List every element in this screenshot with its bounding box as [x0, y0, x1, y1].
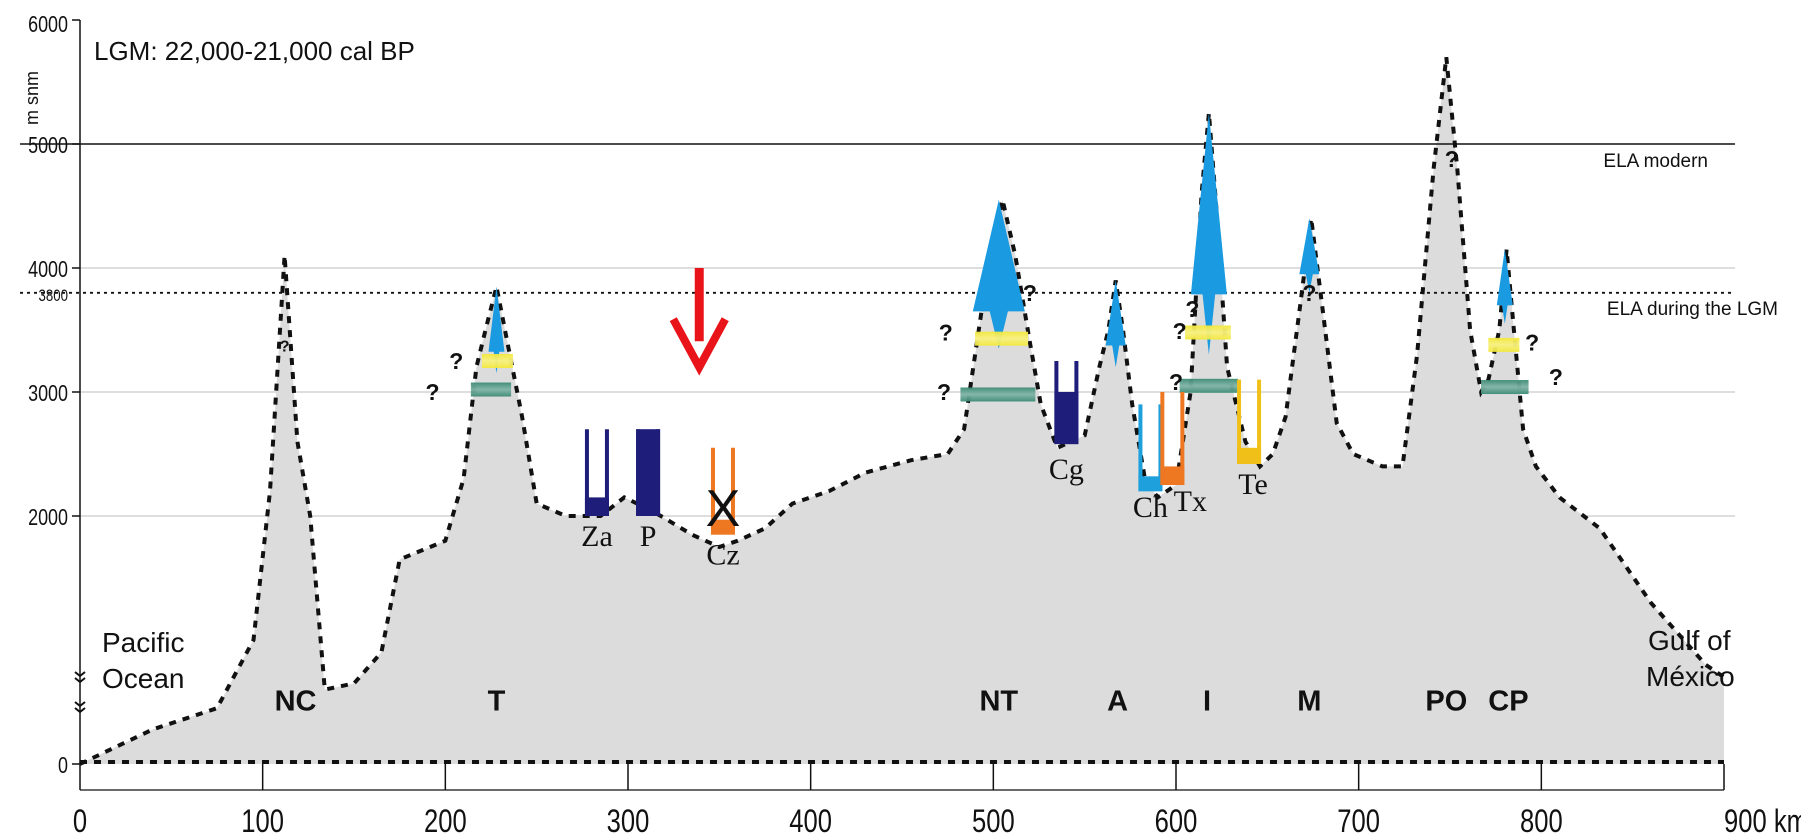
pacific-label-line1: Pacific	[102, 627, 184, 658]
y-axis-label: m snm	[22, 71, 42, 125]
question-mark-7: ?	[1185, 296, 1199, 322]
core-label-tx: Tx	[1174, 485, 1207, 518]
core-label-cg: Cg	[1049, 453, 1084, 486]
core-outline-tx	[1160, 392, 1185, 485]
core-outline-cg	[1054, 361, 1079, 445]
core-label-ch: Ch	[1133, 491, 1168, 524]
axes	[72, 19, 1725, 791]
y-tick-label-2000: 2000	[28, 505, 68, 531]
x-tick-label-900: 900 km	[1724, 804, 1801, 839]
core-outline-za	[584, 429, 609, 516]
y-tick-label-0: 0	[58, 753, 68, 779]
y-tick-label-5000: 5000	[28, 133, 68, 159]
core-outline-p	[636, 429, 661, 516]
terrain-profile	[79, 56, 1726, 766]
x-tick-label-500: 500	[972, 804, 1015, 839]
question-mark-11: ?	[1525, 329, 1539, 355]
core-label-za: Za	[581, 520, 613, 553]
core-label-cz: Cz	[706, 539, 739, 572]
red-arrow-head	[669, 317, 729, 376]
glacier-5	[1496, 249, 1513, 324]
peak-label-a: A	[1107, 686, 1128, 718]
annotations: NC T NT A I M PO CP?????????????	[275, 146, 1563, 718]
lake-core-p: P	[636, 429, 661, 553]
band-glow-6	[1488, 337, 1520, 352]
question-mark-10: ?	[1445, 146, 1459, 172]
core-label-te: Te	[1238, 468, 1268, 501]
moraine-bands	[470, 325, 1529, 402]
glacier-2	[1105, 280, 1126, 368]
question-mark-0: ?	[280, 339, 290, 356]
x-tick-label-100: 100	[241, 804, 284, 839]
x-tick-label-700: 700	[1337, 804, 1380, 839]
glacier-0	[488, 286, 505, 374]
question-mark-6: ?	[1173, 318, 1187, 344]
y-tick-label-4000: 4000	[28, 257, 68, 283]
core-fill-te	[1237, 447, 1262, 464]
y-tick-label-3800: 3800	[39, 286, 68, 305]
pacific-label-line2: Ocean	[102, 663, 185, 694]
band-glow-4	[1185, 325, 1231, 340]
x-tick-label-600: 600	[1155, 804, 1198, 839]
lake-core-te: Te	[1237, 379, 1268, 501]
glaciers	[488, 113, 1513, 374]
chart-title: LGM: 22,000-21,000 cal BP	[94, 36, 415, 66]
glacier-4	[1299, 218, 1320, 293]
x-tick-label-0: 0	[73, 804, 87, 839]
axis-break-0	[74, 671, 86, 684]
terrain-fill	[80, 57, 1724, 764]
band-glow-2	[975, 331, 1029, 346]
ela-label-1: ELA during the LGM	[1607, 299, 1778, 320]
lake-core-tx: Tx	[1160, 392, 1207, 518]
core-fill-za	[584, 497, 609, 516]
lake-core-ch: Ch	[1133, 404, 1168, 524]
question-mark-1: ?	[449, 348, 463, 374]
ela-label-0: ELA modern	[1603, 151, 1708, 172]
x-tick-label-300: 300	[607, 804, 650, 839]
question-mark-2: ?	[426, 379, 440, 405]
core-label-p: P	[640, 520, 657, 553]
core-outline-te	[1237, 379, 1262, 464]
peak-label-m: M	[1297, 686, 1321, 718]
peak-label-t: T	[488, 686, 506, 718]
question-mark-5: ?	[1023, 280, 1037, 306]
band-glow-0	[481, 354, 513, 368]
band-glow-5	[1179, 378, 1239, 393]
question-mark-9: ?	[1302, 280, 1316, 306]
y-tick-label-6000: 6000	[28, 12, 68, 38]
x-tick-label-800: 800	[1520, 804, 1563, 839]
glacier-3	[1190, 113, 1227, 355]
question-mark-8: ?	[1169, 369, 1183, 395]
gulf-label-line1: Gulf of	[1648, 625, 1731, 656]
peak-label-nc: NC	[275, 686, 317, 718]
lake-core-cg: Cg	[1049, 361, 1084, 486]
band-glow-7	[1481, 380, 1529, 395]
band-glow-3	[960, 387, 1036, 402]
cross-mark: X	[706, 480, 741, 538]
peak-label-cp: CP	[1488, 686, 1528, 718]
peak-label-po: PO	[1425, 686, 1467, 718]
glacier-1	[972, 199, 1025, 349]
tick-labels: 0 2000 3000 3800 4000 5000 6000 0 100 200 300 400 50…	[28, 12, 1801, 839]
question-mark-4: ?	[937, 379, 951, 405]
lake-core-za: Za	[581, 429, 613, 553]
lake-core-cz: CzX	[706, 447, 741, 572]
core-outline-cz	[710, 447, 735, 535]
question-mark-3: ?	[939, 319, 953, 345]
peak-label-i: I	[1203, 686, 1211, 718]
axis-break-1	[74, 701, 86, 714]
band-glow-1	[470, 382, 512, 397]
peak-label-nt: NT	[979, 686, 1018, 718]
gulf-label-line2: México	[1646, 661, 1735, 692]
question-mark-12: ?	[1549, 364, 1563, 390]
x-tick-label-200: 200	[424, 804, 467, 839]
y-tick-label-3000: 3000	[28, 381, 68, 407]
x-tick-label-400: 400	[789, 804, 832, 839]
core-fill-tx	[1160, 466, 1185, 485]
